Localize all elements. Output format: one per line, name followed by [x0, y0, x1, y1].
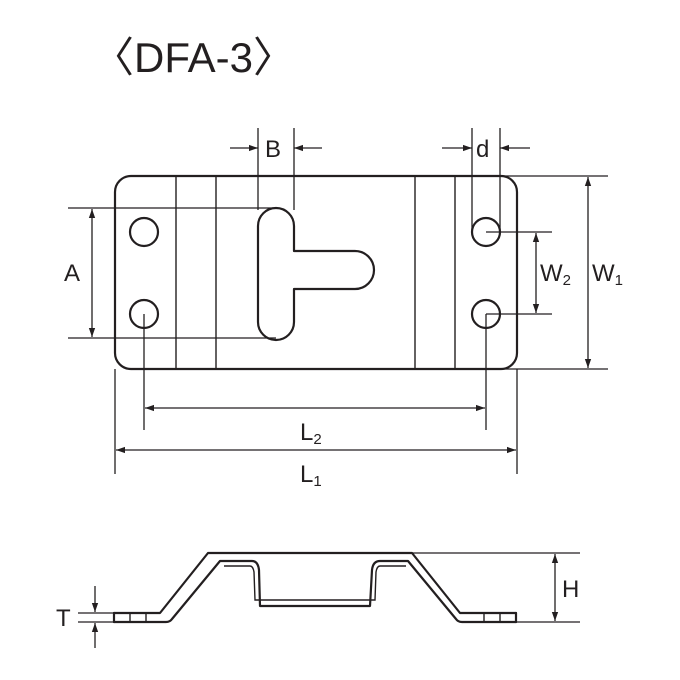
mounting-hole: [128, 216, 160, 248]
dimension-label-w1: W1: [592, 260, 623, 289]
dimension-b: B: [230, 128, 322, 210]
centre-recess: [224, 565, 406, 601]
drawing-title: 〈DFA-3〉: [92, 34, 295, 81]
dimension-label-l2: L2: [300, 419, 322, 448]
dimension-label-a: A: [64, 260, 80, 287]
dimension-label-h: H: [562, 576, 579, 603]
plate-outline: [113, 174, 519, 371]
t-slot: [256, 206, 376, 342]
dimension-label-b: B: [265, 136, 281, 163]
dimension-w2: W2: [486, 231, 571, 315]
bracket-profile-inner: [112, 559, 518, 624]
plan-view: [113, 174, 519, 371]
dimension-w1: W1: [500, 175, 623, 370]
dimension-l2: L2: [143, 314, 487, 448]
dimension-label-w2: W2: [540, 260, 571, 289]
dimension-label-l1: L1: [300, 461, 322, 490]
dimension-d: d: [442, 128, 530, 232]
dimension-a: A: [64, 207, 276, 339]
side-view: [112, 551, 518, 624]
dimension-label-t: T: [56, 605, 71, 632]
dimension-l1: L1: [114, 369, 518, 490]
dimension-t: T: [56, 586, 114, 648]
dimension-h: H: [412, 552, 580, 623]
bracket-profile-outer: [112, 551, 518, 615]
dimension-label-d: d: [476, 136, 489, 163]
